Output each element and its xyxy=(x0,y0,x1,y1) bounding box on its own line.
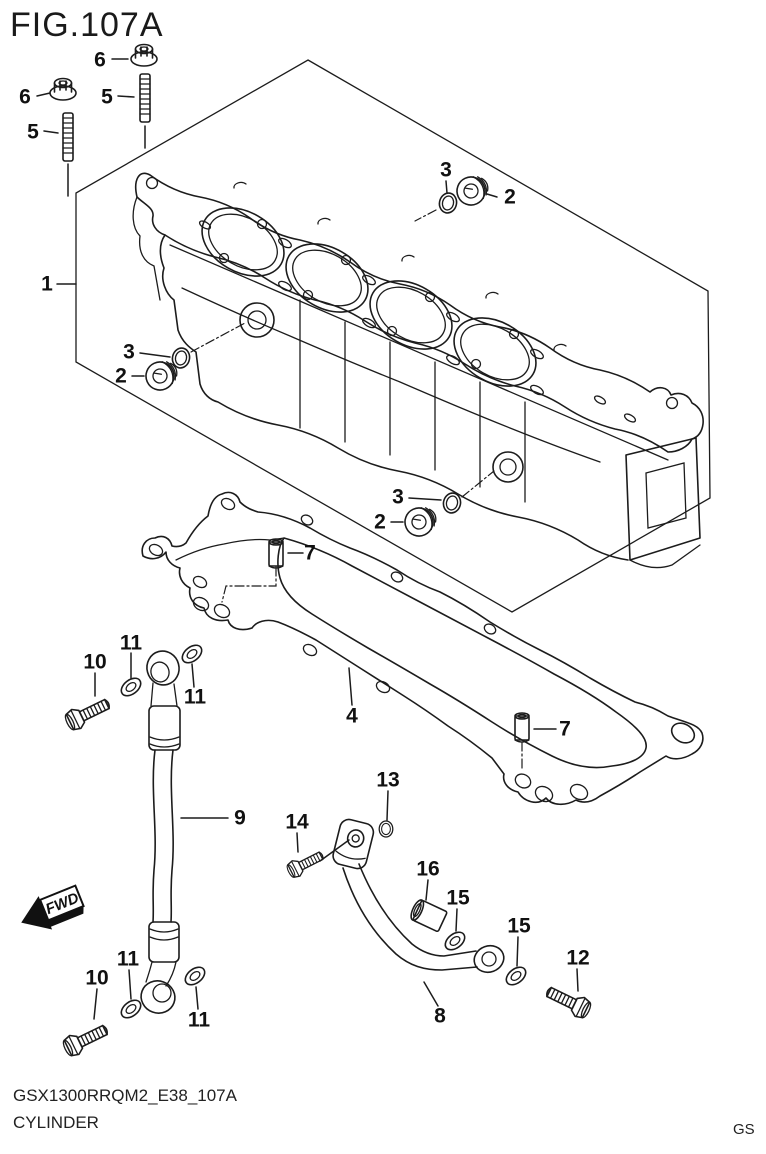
callout-label-11: 11 xyxy=(187,1008,211,1032)
flange-nut-left xyxy=(49,77,77,101)
callout-label-9: 9 xyxy=(234,806,246,830)
callout-label-1: 1 xyxy=(41,272,53,296)
block-right-face xyxy=(625,437,701,569)
callout-label-3: 3 xyxy=(440,158,452,182)
cylinder-bores xyxy=(201,207,537,387)
banjo-bolt-bottom xyxy=(59,1019,112,1060)
plug-boss-right xyxy=(492,451,524,483)
pipe-washer-b xyxy=(502,962,530,990)
callout-label-6: 6 xyxy=(94,48,106,72)
fwd-arrow-icon: FWD xyxy=(21,884,85,930)
sealing-washer-bottom-a xyxy=(117,995,145,1023)
figure-title: FIG.107A xyxy=(10,6,164,44)
plug-boss-left xyxy=(239,302,275,338)
callout-label-5: 5 xyxy=(27,120,39,144)
pipe-spacer xyxy=(410,899,448,933)
callout-label-11: 11 xyxy=(119,631,143,655)
sealing-washer-top-b xyxy=(178,640,206,668)
gasket-holes xyxy=(148,497,696,803)
base-gasket xyxy=(141,491,704,806)
callout-label-11: 11 xyxy=(183,685,207,709)
pipe-oring xyxy=(378,820,394,838)
banjo-bolt-top xyxy=(61,693,114,734)
callout-label-14: 14 xyxy=(285,810,309,834)
plug-bottom xyxy=(399,501,442,542)
callout-label-10: 10 xyxy=(83,650,107,674)
callout-label-12: 12 xyxy=(566,946,590,970)
pipe-washer-a xyxy=(441,927,469,955)
callout-label-2: 2 xyxy=(374,510,386,534)
stud-bolt-right xyxy=(139,73,151,123)
leader-lines xyxy=(36,58,579,1020)
pipe-bolt-front xyxy=(284,846,327,881)
callout-label-6: 6 xyxy=(19,85,31,109)
deck-holes xyxy=(145,176,679,423)
callout-label-15: 15 xyxy=(446,886,470,910)
dowel-pin-upper xyxy=(268,538,284,569)
pipe-union-bolt xyxy=(542,981,595,1022)
footer-part-code: GSX1300RRQM2_E38_107A xyxy=(13,1086,237,1105)
flange-nut-right xyxy=(130,43,158,67)
oring-top xyxy=(436,190,460,216)
assembly-border xyxy=(56,59,711,613)
callout-label-10: 10 xyxy=(85,966,109,990)
callout-label-2: 2 xyxy=(115,364,127,388)
callout-label-13: 13 xyxy=(376,768,400,792)
sealing-washer-bottom-b xyxy=(181,962,209,990)
oil-hose xyxy=(140,650,181,1014)
callout-label-7: 7 xyxy=(559,717,571,741)
stud-bolt-left xyxy=(62,112,74,162)
footer-page-code: GS xyxy=(733,1121,755,1138)
cylinder-block xyxy=(132,172,704,569)
callout-label-5: 5 xyxy=(101,85,113,109)
callout-label-3: 3 xyxy=(123,340,135,364)
callout-label-2: 2 xyxy=(504,185,516,209)
callout-label-16: 16 xyxy=(416,857,440,881)
footer-figure-name: CYLINDER xyxy=(13,1113,99,1132)
callout-label-7: 7 xyxy=(304,541,316,565)
callout-label-11: 11 xyxy=(116,947,140,971)
callout-label-8: 8 xyxy=(434,1004,446,1028)
callout-label-15: 15 xyxy=(507,914,531,938)
oil-pipe xyxy=(332,818,505,974)
plug-top xyxy=(451,170,494,211)
callout-label-4: 4 xyxy=(346,704,358,728)
callout-label-3: 3 xyxy=(392,485,404,509)
